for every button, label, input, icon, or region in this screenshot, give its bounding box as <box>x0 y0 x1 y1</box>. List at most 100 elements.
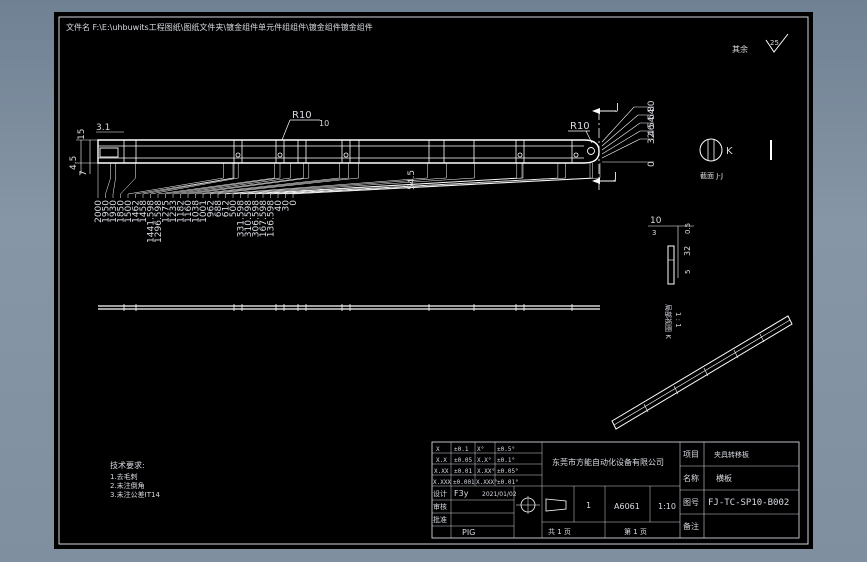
dim-label: 1462 <box>132 200 142 223</box>
remark-label: 备注 <box>683 521 699 531</box>
dim-leader <box>247 163 523 198</box>
dim-leader <box>172 163 291 198</box>
svg-text:4.5: 4.5 <box>69 156 79 170</box>
svg-text:±0.1: ±0.1 <box>454 446 469 453</box>
part-value: 横板 <box>716 473 732 483</box>
svg-text:±0.1°: ±0.1° <box>497 457 515 464</box>
svg-text:46: 46 <box>647 124 657 136</box>
dim-label: 30 <box>282 200 292 212</box>
dim-leader <box>202 163 349 198</box>
svg-text:K: K <box>726 146 733 157</box>
isometric-view <box>611 315 793 430</box>
svg-text:10: 10 <box>319 119 329 128</box>
dim-leader <box>120 163 136 198</box>
dim-label: 1950 <box>102 200 112 223</box>
drawing-canvas[interactable]: 文件名 F:\E:\uhbuwits工程图纸\图纸文件夹\镀金组件单元件组组件\… <box>54 12 813 549</box>
dim-leader <box>142 163 235 198</box>
dim-leader <box>240 163 518 198</box>
dim-label: 40 <box>274 200 284 212</box>
dim-54: 54.5 <box>407 170 417 190</box>
left-vertical-dimensions: 15 7 4.5 3.1 <box>69 123 124 176</box>
svg-text:32: 32 <box>683 246 692 256</box>
approver-label: 批准 <box>433 515 447 524</box>
dim-leader <box>255 163 524 198</box>
dim-label: 136.598 <box>267 200 277 237</box>
svg-text:2.未注倒角: 2.未注倒角 <box>110 481 145 490</box>
dim-leader <box>225 163 447 198</box>
svg-text:J: J <box>613 171 617 182</box>
svg-text:技术要求:: 技术要求: <box>110 460 145 470</box>
svg-text:0: 0 <box>647 161 657 167</box>
scale: 1:10 <box>658 502 676 511</box>
drawing-border <box>58 16 809 545</box>
dim-label: 1038 <box>192 200 202 223</box>
dim-leader <box>277 163 591 198</box>
svg-text:1 : 1: 1 : 1 <box>674 312 682 328</box>
svg-text:X.X°: X.X° <box>477 457 491 464</box>
dim-label: 1500 <box>124 200 134 223</box>
dim-leader <box>270 163 566 198</box>
dim-label: 1182 <box>177 200 187 223</box>
svg-text:25: 25 <box>770 39 779 47</box>
dim-label: 167.598 <box>259 200 269 237</box>
dim-label: 500 <box>229 200 239 217</box>
dim-leader <box>112 163 116 198</box>
svg-text:X°: X° <box>477 446 484 453</box>
svg-text:X.XXX°: X.XXX° <box>476 479 498 486</box>
svg-text:±0.5°: ±0.5° <box>497 446 515 453</box>
dim-leader <box>285 163 593 198</box>
quantity: 1 <box>586 501 591 510</box>
dim-leader <box>217 163 428 198</box>
svg-text:80: 80 <box>647 100 657 112</box>
dim-label: 310.598 <box>244 200 254 237</box>
svg-text:0.5: 0.5 <box>684 223 692 234</box>
svg-text:3.未注公差IT14: 3.未注公差IT14 <box>110 490 160 499</box>
dim-leader <box>195 163 340 198</box>
dim-label: 1001 <box>199 200 209 223</box>
dim-label: 1458 <box>139 200 149 223</box>
drawing-number: FJ-TC-SP10-B002 <box>708 498 789 508</box>
svg-text:±0.001: ±0.001 <box>453 479 475 486</box>
dim-label: 1160 <box>184 200 194 223</box>
svg-text:3.1: 3.1 <box>96 123 110 133</box>
designer-label: 设计 <box>433 489 447 498</box>
svg-text:X: X <box>436 446 440 453</box>
roughness-symbol: 25 <box>765 33 789 53</box>
technical-notes: 技术要求: 1.去毛刺 2.未注倒角 3.未注公差IT14 <box>110 460 160 499</box>
cad-drawing-viewport[interactable]: 文件名 F:\E:\uhbuwits工程图纸\图纸文件夹\镀金组件单元件组组件\… <box>54 12 813 549</box>
part-label: 名称 <box>683 473 699 483</box>
dim-label: 331.598 <box>237 200 247 237</box>
right-stack-dimensions: 80 64 54 46 32 0 <box>601 100 657 167</box>
dim-leader <box>210 163 359 198</box>
dim-leader <box>180 163 304 198</box>
designer-value: F3y <box>454 489 469 498</box>
svg-text:R10: R10 <box>570 121 590 132</box>
dim-label: 2000 <box>94 200 104 223</box>
dim-label: 0 <box>289 200 299 206</box>
design-date: 2021/01/02 <box>482 491 517 498</box>
dim-label: 612 <box>222 200 232 217</box>
dim-leader <box>127 163 224 198</box>
svg-text:10: 10 <box>650 216 662 226</box>
dim-label: 1850 <box>117 200 127 223</box>
dim-leader <box>135 163 234 198</box>
dim-label: 688 <box>214 200 224 217</box>
svg-text:截面 J-J: 截面 J-J <box>700 171 723 180</box>
dim-label: 1441.598 <box>147 200 157 243</box>
dim-label: 1296.598 <box>154 200 164 243</box>
svg-text:1.去毛刺: 1.去毛刺 <box>110 472 138 481</box>
approver-value: PIG <box>462 528 475 537</box>
dim-leader <box>187 163 310 198</box>
svg-text:5: 5 <box>684 270 692 274</box>
svg-text:32: 32 <box>647 133 657 144</box>
svg-text:±0.05°: ±0.05° <box>497 468 519 475</box>
dim-leader <box>292 163 601 198</box>
dim-leader <box>105 163 111 198</box>
svg-text:X.X: X.X <box>436 457 447 464</box>
svg-text:±0.05: ±0.05 <box>454 457 472 464</box>
sheet-total: 共 1 页 <box>548 527 571 536</box>
dim-label: 1275 <box>162 200 172 223</box>
surface-note: 其余 <box>732 44 748 54</box>
dim-leader <box>165 163 281 198</box>
section-detail-view: 10 3 0.5 32 5 局部视图 K 1 : 1 <box>648 216 694 339</box>
